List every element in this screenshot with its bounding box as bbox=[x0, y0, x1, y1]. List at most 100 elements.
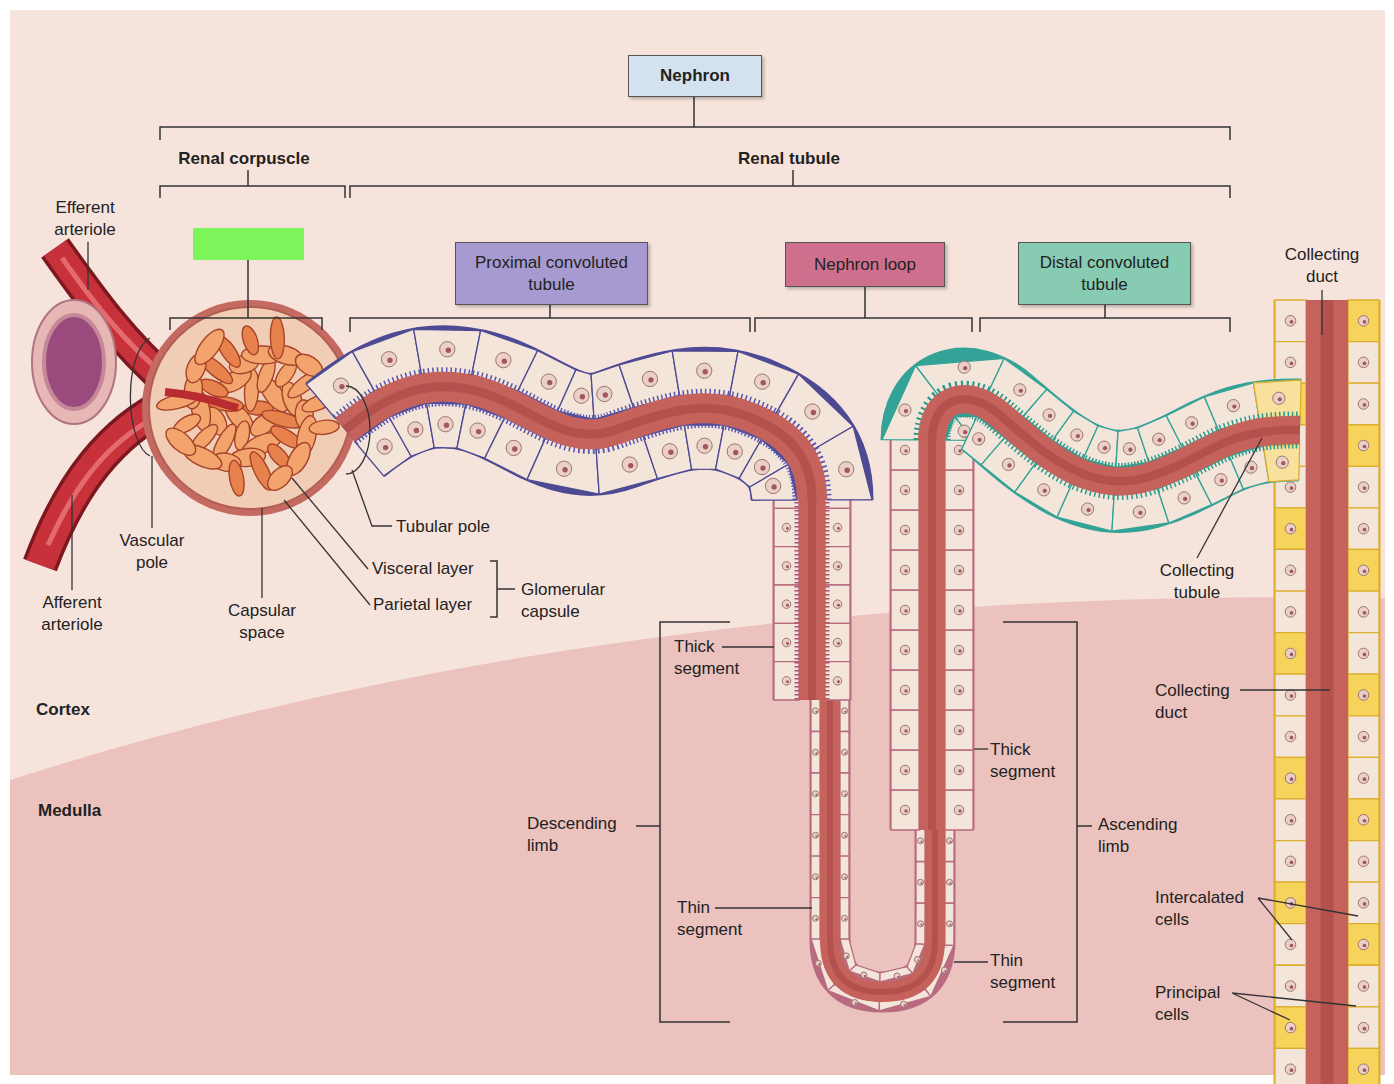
cell-nucleus bbox=[1285, 1064, 1296, 1075]
nucleolus bbox=[904, 809, 907, 812]
nucleolus bbox=[1281, 461, 1285, 465]
part-label: Vascular pole bbox=[110, 530, 194, 574]
nucleolus bbox=[958, 809, 961, 812]
cell-nucleus bbox=[1358, 316, 1369, 327]
epithelial-cell bbox=[1348, 549, 1379, 591]
cell-nucleus bbox=[843, 953, 849, 959]
cell-nucleus bbox=[1358, 399, 1369, 410]
cell-nucleus bbox=[541, 374, 556, 389]
cell-nucleus bbox=[900, 765, 910, 775]
cell-nucleus bbox=[900, 725, 910, 735]
nucleolus bbox=[339, 384, 344, 389]
cell-nucleus bbox=[900, 525, 910, 535]
nucleolus bbox=[1290, 1027, 1294, 1031]
nucleolus bbox=[387, 358, 392, 363]
cell-nucleus bbox=[662, 444, 677, 459]
epithelial-cell bbox=[891, 790, 919, 830]
cell-nucleus bbox=[782, 600, 791, 609]
part-label: Visceral layer bbox=[372, 558, 502, 580]
capillary-stem bbox=[165, 392, 238, 408]
epithelial-cell bbox=[1275, 549, 1306, 591]
cell-nucleus bbox=[947, 838, 953, 844]
nucleolus bbox=[512, 446, 517, 451]
nucleolus bbox=[815, 711, 817, 713]
cell-nucleus bbox=[918, 921, 924, 927]
epithelial-cell bbox=[1348, 965, 1379, 1007]
tubule-illustration bbox=[155, 300, 1379, 1084]
nucleolus bbox=[1290, 860, 1294, 864]
nucleolus bbox=[855, 1002, 857, 1004]
epithelial-cell bbox=[1348, 1007, 1379, 1049]
nucleolus bbox=[815, 877, 817, 879]
nucleolus bbox=[920, 841, 922, 843]
capillary-loop bbox=[263, 461, 297, 495]
nucleolus bbox=[844, 794, 846, 796]
part-label: Thin segment bbox=[677, 897, 757, 941]
epithelial-cell bbox=[1275, 508, 1306, 550]
cell-nucleus bbox=[1285, 523, 1296, 534]
nucleolus bbox=[1363, 777, 1367, 781]
cell-nucleus bbox=[813, 708, 819, 714]
part-label: Efferent arteriole bbox=[43, 197, 127, 241]
nucleolus bbox=[1158, 438, 1162, 442]
epithelial-cell bbox=[945, 510, 973, 550]
leader-line bbox=[954, 961, 988, 962]
cell-nucleus bbox=[1358, 939, 1369, 950]
nucleolus bbox=[963, 366, 967, 370]
cell-nucleus bbox=[954, 605, 964, 615]
cell-nucleus bbox=[1081, 503, 1093, 515]
part-label: Intercalated cells bbox=[1155, 887, 1263, 931]
epithelial-cell bbox=[840, 815, 849, 857]
nucleolus bbox=[958, 689, 961, 692]
nucleolus bbox=[949, 882, 951, 884]
cell-nucleus bbox=[1285, 939, 1296, 950]
nucleolus bbox=[1363, 944, 1367, 948]
leader-line bbox=[715, 907, 812, 908]
cell-nucleus bbox=[833, 562, 842, 571]
cell-nucleus bbox=[900, 805, 910, 815]
nucleolus bbox=[904, 449, 907, 452]
capillary-loop bbox=[161, 423, 200, 460]
cell-nucleus bbox=[914, 957, 920, 963]
capillary-loop bbox=[190, 325, 230, 369]
part-label: Glomerular capsule bbox=[521, 579, 626, 623]
pct-bracket bbox=[350, 305, 750, 332]
cell-nucleus bbox=[861, 972, 867, 978]
nucleolus bbox=[1290, 777, 1294, 781]
box-text: Distal convoluted tubule bbox=[1027, 252, 1182, 296]
cell-nucleus bbox=[1153, 433, 1165, 445]
cell-nucleus bbox=[1285, 814, 1296, 825]
cell-nucleus bbox=[782, 638, 791, 647]
epithelial-cell bbox=[1275, 841, 1306, 883]
epithelial-cell bbox=[945, 710, 973, 750]
cell-nucleus bbox=[1285, 482, 1296, 493]
nucleolus bbox=[1363, 611, 1367, 615]
nucleolus bbox=[904, 769, 907, 772]
nucleolus bbox=[904, 529, 907, 532]
nucleolus bbox=[562, 467, 567, 472]
nucleolus bbox=[1128, 448, 1132, 452]
nucleolus bbox=[958, 729, 961, 732]
cell-nucleus bbox=[1358, 814, 1369, 825]
leader-line bbox=[261, 508, 262, 598]
tubule-segment bbox=[306, 329, 872, 500]
capsular-space bbox=[149, 307, 351, 509]
cell-nucleus bbox=[941, 967, 947, 973]
epithelial-cell bbox=[811, 856, 820, 898]
cell-nucleus bbox=[900, 605, 910, 615]
part-label: Renal corpuscle bbox=[144, 148, 344, 170]
epithelial-cell bbox=[1348, 674, 1379, 716]
epithelial-cell bbox=[945, 470, 973, 510]
cell-nucleus bbox=[805, 404, 820, 419]
nucleolus bbox=[845, 468, 850, 473]
cell-nucleus bbox=[852, 1000, 858, 1006]
label-box: Nephron bbox=[628, 55, 762, 97]
nucleolus bbox=[904, 569, 907, 572]
nucleolus bbox=[815, 918, 817, 920]
cell-nucleus bbox=[833, 677, 842, 686]
cell-nucleus bbox=[954, 525, 964, 535]
cell-nucleus bbox=[1358, 1064, 1369, 1075]
cell-nucleus bbox=[1285, 357, 1296, 368]
nucleolus bbox=[648, 377, 653, 382]
nucleolus bbox=[904, 409, 908, 413]
